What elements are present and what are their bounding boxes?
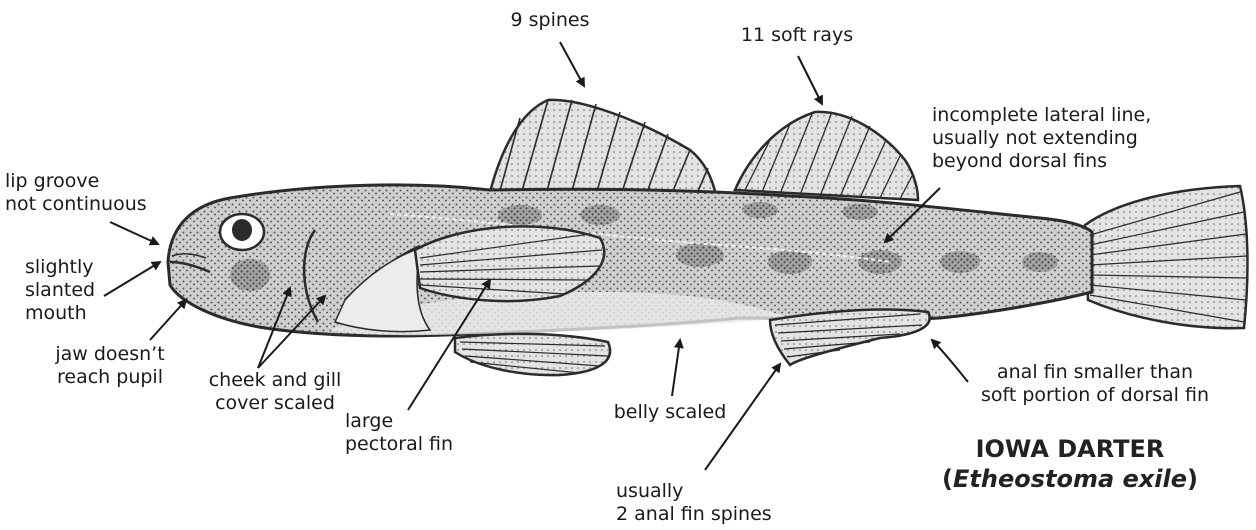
label-spines: 9 spines bbox=[490, 9, 610, 32]
label-cheek-1: cheek and gill bbox=[195, 369, 355, 392]
label-jaw: jaw doesn’t reach pupil bbox=[40, 343, 180, 389]
label-mouth-2: slanted bbox=[25, 279, 95, 302]
label-soft-rays-line: 11 soft rays bbox=[722, 24, 872, 47]
label-anal-spines: usually 2 anal fin spines bbox=[616, 480, 772, 526]
arrow-mouth bbox=[104, 262, 160, 296]
label-lip-groove-1: lip groove bbox=[5, 170, 147, 193]
label-mouth: slightly slanted mouth bbox=[25, 256, 95, 325]
label-lateral-line-3: beyond dorsal fins bbox=[932, 150, 1151, 173]
label-anal-fin-2: soft portion of dorsal fin bbox=[955, 384, 1235, 407]
label-anal-spines-1: usually bbox=[616, 480, 772, 503]
species-title: IOWA DARTER (Etheostoma exile) bbox=[920, 434, 1220, 494]
scientific-name-line: (Etheostoma exile) bbox=[920, 464, 1220, 494]
label-cheek: cheek and gill cover scaled bbox=[195, 369, 355, 415]
label-lateral-line-1: incomplete lateral line, bbox=[932, 104, 1151, 127]
label-mouth-1: slightly bbox=[25, 256, 95, 279]
spiny-dorsal-fin bbox=[488, 100, 716, 200]
paren-close: ) bbox=[1187, 465, 1198, 493]
label-soft-rays: 11 soft rays bbox=[722, 24, 872, 47]
pupil bbox=[232, 219, 252, 241]
arrow-lip-groove bbox=[110, 222, 158, 244]
label-belly: belly scaled bbox=[600, 401, 740, 424]
label-cheek-2: cover scaled bbox=[195, 392, 355, 415]
label-jaw-1: jaw doesn’t bbox=[40, 343, 180, 366]
label-anal-fin-1: anal fin smaller than bbox=[955, 361, 1235, 384]
label-jaw-2: reach pupil bbox=[40, 366, 180, 389]
label-spines-line: 9 spines bbox=[490, 9, 610, 32]
label-pectoral-2: pectoral fin bbox=[345, 433, 453, 456]
label-mouth-3: mouth bbox=[25, 302, 95, 325]
scientific-name: Etheostoma exile bbox=[953, 465, 1187, 493]
arrow-jaw bbox=[150, 300, 186, 340]
paren-open: ( bbox=[942, 465, 953, 493]
common-name: IOWA DARTER bbox=[920, 434, 1220, 464]
label-pectoral-1: large bbox=[345, 410, 453, 433]
label-lateral-line-2: usually not extending bbox=[932, 127, 1151, 150]
arrow-belly bbox=[672, 340, 680, 396]
label-lip-groove: lip groove not continuous bbox=[5, 170, 147, 216]
arrow-spines bbox=[560, 42, 584, 86]
label-lip-groove-2: not continuous bbox=[5, 193, 147, 216]
label-belly-1: belly scaled bbox=[600, 401, 740, 424]
label-anal-fin: anal fin smaller than soft portion of do… bbox=[955, 361, 1235, 407]
label-pectoral: large pectoral fin bbox=[345, 410, 453, 456]
label-lateral-line: incomplete lateral line, usually not ext… bbox=[932, 104, 1151, 173]
label-anal-spines-2: 2 anal fin spines bbox=[616, 503, 772, 526]
arrow-soft-rays bbox=[798, 56, 822, 104]
